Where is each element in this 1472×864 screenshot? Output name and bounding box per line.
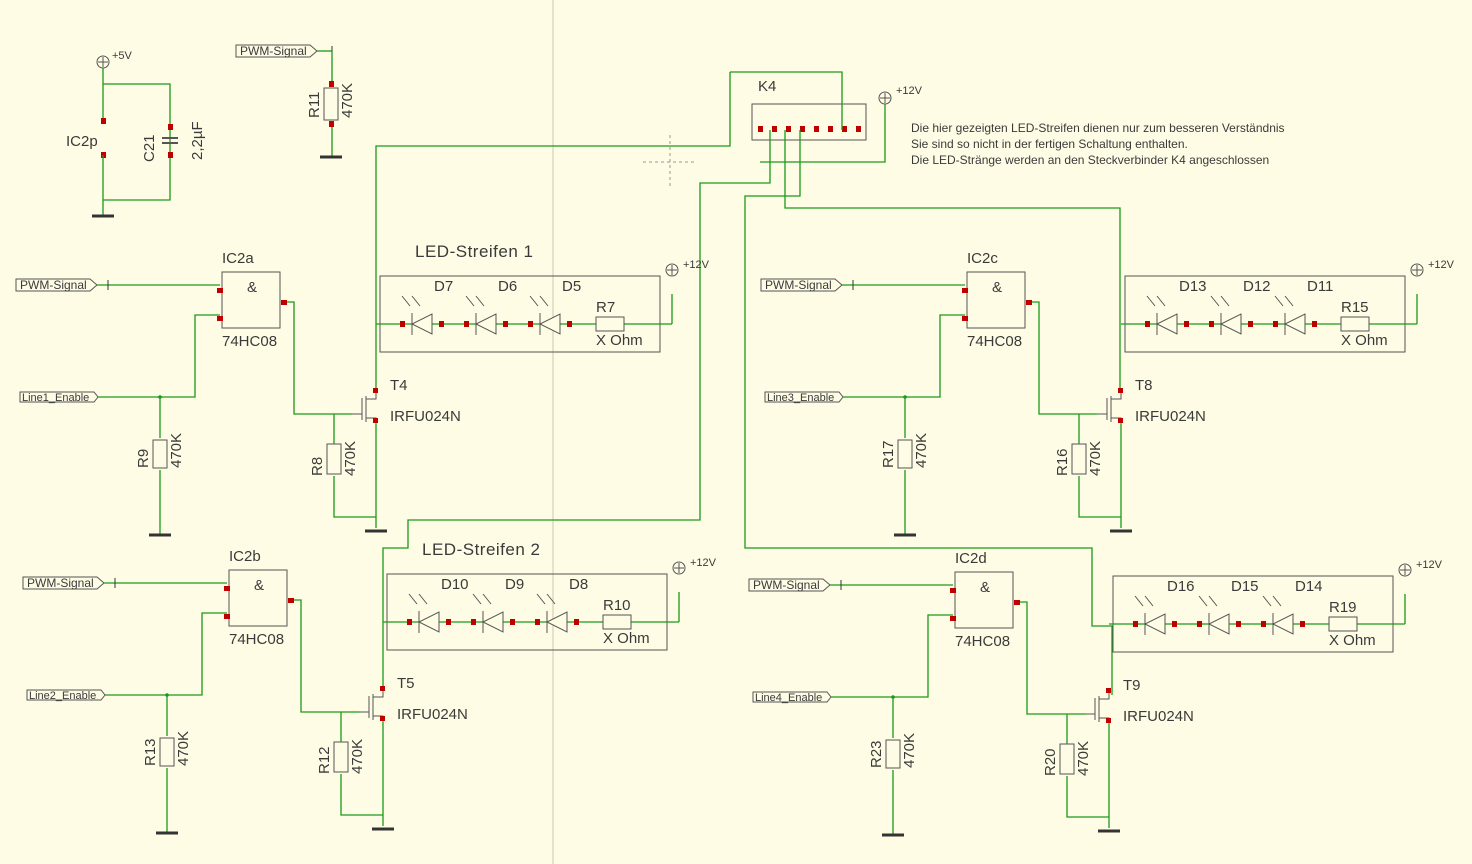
pulldown-resistor-label: R13 [142, 738, 159, 766]
led-resistor-value: X Ohm [1329, 632, 1376, 649]
gate-label: IC2a [222, 250, 254, 267]
led-strip-title: LED-Streifen 2 [422, 540, 541, 559]
gate-resistor-value: 470K [1087, 441, 1104, 476]
pulldown-resistor-value: 470K [901, 733, 918, 768]
mosfet-type-label: IRFU024N [397, 706, 468, 723]
pulldown-resistor-label: R23 [868, 740, 885, 768]
led-label: D9 [505, 576, 524, 593]
gate-type-label: 74HC08 [229, 631, 284, 648]
pulldown-resistor-value: 470K [913, 433, 930, 468]
pwm-signal-flag: PWM-Signal [20, 278, 87, 292]
led-label: D6 [498, 278, 517, 295]
led-resistor-value: X Ohm [603, 630, 650, 647]
line-enable-flag: Line2_Enable [29, 690, 96, 702]
mosfet-type-label: IRFU024N [1123, 708, 1194, 725]
led-label: D16 [1167, 578, 1195, 595]
ic-power-label: IC2p [66, 133, 98, 150]
gate-label: IC2d [955, 550, 987, 567]
mosfet-type-label: IRFU024N [390, 408, 461, 425]
gate-resistor-label: R20 [1042, 748, 1059, 776]
mosfet-label: T4 [390, 377, 408, 394]
led-resistor-label: R7 [596, 299, 615, 316]
crosshair-cursor [643, 135, 697, 189]
c21-value: 2,2µF [189, 121, 206, 160]
gate-resistor-value: 470K [349, 739, 366, 774]
led-label: D15 [1231, 578, 1259, 595]
mosfet-label: T8 [1135, 377, 1153, 394]
led-resistor-label: R10 [603, 597, 631, 614]
led-resistor-value: X Ohm [596, 332, 643, 349]
led-strip-title: LED-Streifen 1 [415, 242, 534, 261]
gate-type-label: 74HC08 [222, 333, 277, 350]
mosfet-label: T5 [397, 675, 415, 692]
connector-k4: K4 +12V [375, 71, 1121, 695]
strip-supply-label: +12V [690, 557, 717, 569]
supply-5v-label: +5V [112, 50, 133, 62]
and-gate-symbol: & [247, 279, 257, 296]
led-label: D14 [1295, 578, 1323, 595]
and-gate-symbol: & [980, 579, 990, 596]
line-enable-flag: Line4_Enable [755, 692, 822, 704]
note-line-1: Die hier gezeigten LED-Streifen dienen n… [911, 121, 1285, 135]
note-line-2: Sie sind so nicht in der fertigen Schalt… [911, 137, 1188, 151]
pwm-signal-top: PWM-Signal [240, 44, 307, 58]
pulldown-resistor-label: R17 [880, 440, 897, 468]
c21-label: C21 [141, 134, 158, 162]
pulldown-resistor-value: 470K [168, 433, 185, 468]
gate-resistor-value: 470K [1075, 741, 1092, 776]
and-gate-symbol: & [992, 279, 1002, 296]
pwm-signal-flag: PWM-Signal [765, 278, 832, 292]
pulldown-resistor-value: 470K [175, 731, 192, 766]
gate-label: IC2b [229, 548, 261, 565]
gate-resistor-label: R16 [1054, 448, 1071, 476]
k4-supply-label: +12V [896, 85, 923, 97]
led-label: D11 [1307, 278, 1333, 295]
and-gate-symbol: & [254, 577, 264, 594]
led-label: D10 [441, 576, 469, 593]
power-section: +5V IC2p C21 2,2µF PWM-Signal R11 470K [66, 44, 356, 218]
gate-type-label: 74HC08 [955, 633, 1010, 650]
gate-label: IC2c [967, 250, 998, 267]
gate-resistor-label: R12 [316, 746, 333, 774]
note-line-3: Die LED-Stränge werden an den Steckverbi… [911, 153, 1269, 167]
k4-label: K4 [758, 78, 776, 95]
led-label: D7 [434, 278, 453, 295]
led-resistor-value: X Ohm [1341, 332, 1388, 349]
notes-block: Die hier gezeigten LED-Streifen dienen n… [911, 121, 1285, 167]
r11-label: R11 [306, 92, 323, 118]
pwm-signal-flag: PWM-Signal [753, 578, 820, 592]
mosfet-type-label: IRFU024N [1135, 408, 1206, 425]
gate-type-label: 74HC08 [967, 333, 1022, 350]
strip-supply-label: +12V [1416, 559, 1443, 571]
led-label: D13 [1179, 278, 1207, 295]
pulldown-resistor-label: R9 [135, 449, 152, 468]
gate-resistor-label: R8 [309, 457, 326, 476]
led-resistor-label: R19 [1329, 599, 1357, 616]
line-enable-flag: Line1_Enable [22, 392, 89, 404]
led-resistor-label: R15 [1341, 299, 1369, 316]
mosfet-label: T9 [1123, 677, 1141, 694]
r11-value: 470K [339, 83, 356, 118]
led-label: D5 [562, 278, 581, 295]
gate-resistor-value: 470K [342, 441, 359, 476]
strip-supply-label: +12V [1428, 259, 1455, 271]
led-label: D8 [569, 576, 588, 593]
strip-supply-label: +12V [683, 259, 710, 271]
pwm-signal-flag: PWM-Signal [27, 576, 94, 590]
line-enable-flag: Line3_Enable [767, 392, 834, 404]
led-label: D12 [1243, 278, 1271, 295]
